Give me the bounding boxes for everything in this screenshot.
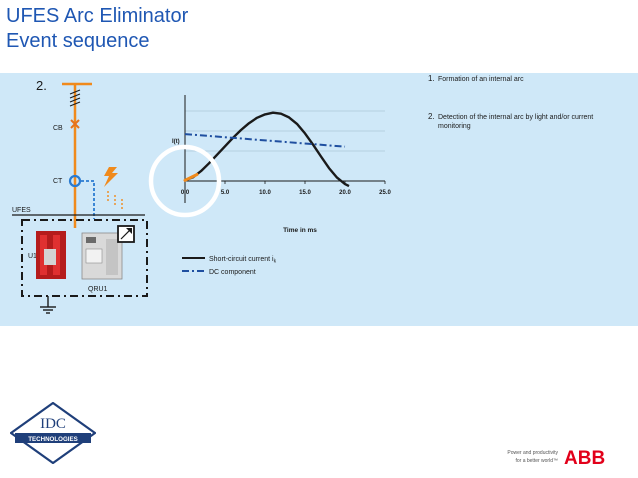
series-dc-component <box>184 133 346 148</box>
abb-tagline: Power and productivity for a better worl… <box>488 449 558 465</box>
x-tick-label-4: 20.0 <box>339 190 351 196</box>
step-2-text: Detection of the internal arc by light a… <box>438 114 594 130</box>
qru1-device <box>81 232 123 280</box>
abb-tagline-line-2: for a better world™ <box>515 458 558 464</box>
slide-subtitle: Event sequence <box>6 30 150 52</box>
x-tick-label-2: 10.0 <box>259 190 271 196</box>
light-arrows <box>107 191 123 211</box>
ground-symbol-icon <box>40 306 56 314</box>
qru1-label: QRU1 <box>88 286 108 293</box>
diagram-panel <box>0 73 638 326</box>
cb-label: CB <box>53 125 63 132</box>
legend-label-short-circuit: Short-circuit current ik <box>209 256 277 265</box>
current-chart: 0.0 5.0 10.0 15.0 20.0 25.0 I(t) Time in ms <box>172 95 391 234</box>
u1-device <box>36 231 66 279</box>
x-tick-label-1: 5.0 <box>221 190 230 196</box>
idc-logo: IDC TECHNOLOGIES <box>10 402 96 464</box>
x-tick-label-0: 0.0 <box>181 190 190 196</box>
ufes-label: UFES <box>12 207 31 214</box>
x-tick-label-5: 25.0 <box>379 190 391 196</box>
y-axis-label: I(t) <box>172 139 180 145</box>
step-2-number: 2. <box>428 112 435 121</box>
arc-onset-marker <box>183 173 199 182</box>
sensor-icon <box>117 225 135 243</box>
ct-ring <box>68 174 82 188</box>
abb-logo: ABB <box>564 448 605 467</box>
ct-signal-line <box>81 180 95 219</box>
step-1-text: Formation of an internal arc <box>438 76 524 83</box>
abb-logo-text: ABB <box>564 448 605 467</box>
arc-flash-icon <box>104 167 118 187</box>
idc-logo-title: IDC <box>40 416 66 432</box>
slide-title: UFES Arc Eliminator <box>6 5 189 27</box>
series-short-circuit-current <box>184 111 350 188</box>
u1-label: U1 <box>28 253 37 260</box>
step-1-number: 1. <box>428 74 435 83</box>
abb-tagline-line-1: Power and productivity <box>507 450 558 456</box>
schematic-step-number: 2. <box>36 78 47 93</box>
cb-cross-icon <box>70 119 80 129</box>
magnifier-circle <box>148 144 222 218</box>
ct-label: CT <box>53 178 63 185</box>
legend-label-dc: DC component <box>209 269 256 276</box>
x-tick-label-3: 15.0 <box>299 190 311 196</box>
x-axis-label: Time in ms <box>283 227 317 234</box>
isolator-symbol <box>69 89 81 107</box>
ufes-boundary <box>21 219 148 297</box>
chart-legend: Short-circuit current ik DC component <box>182 256 277 276</box>
idc-logo-band: TECHNOLOGIES <box>28 436 78 443</box>
